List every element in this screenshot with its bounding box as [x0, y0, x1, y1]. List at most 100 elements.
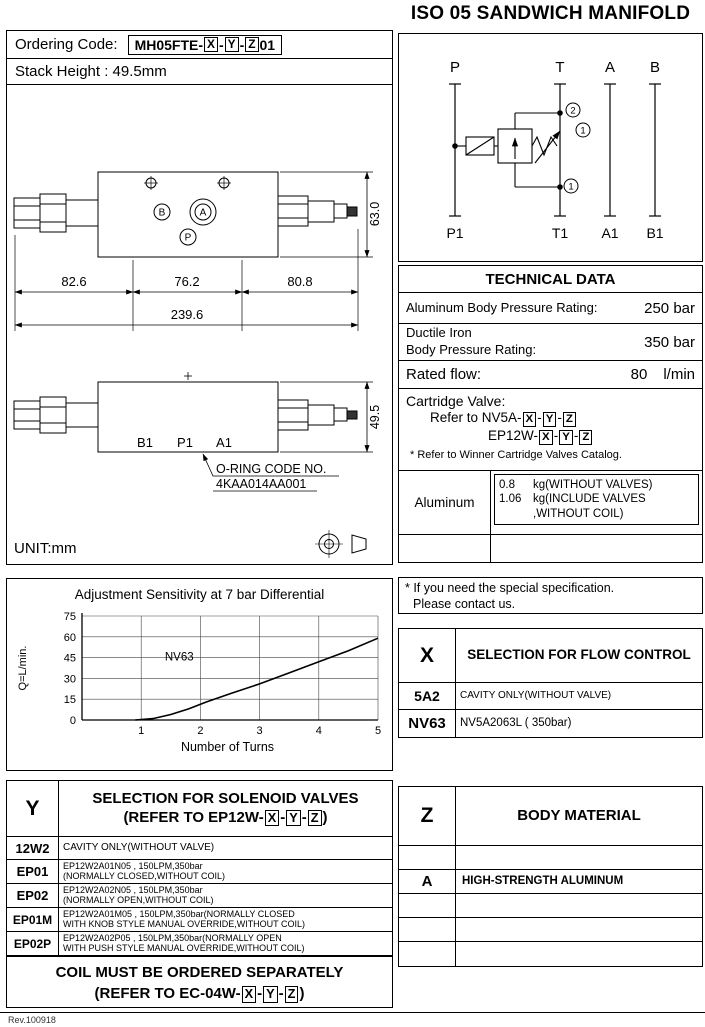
- technical-data-panel: TECHNICAL DATA Aluminum Body Pressure Ra…: [398, 265, 703, 563]
- right-fitting: [277, 195, 358, 227]
- x-selection-table: X SELECTION FOR FLOW CONTROL 5A2 CAVITY …: [398, 628, 703, 738]
- x-table-row: NV63 NV5A2063L ( 350bar): [399, 710, 702, 737]
- adjustment-arrow: [534, 130, 561, 164]
- mounting-hole-icon: [144, 176, 158, 190]
- weight-material: Aluminum: [399, 471, 491, 534]
- y-table-row: EP01 EP12W2A01N05 , 150LPM,350bar (NORMA…: [7, 860, 392, 884]
- boxed-x: X: [539, 430, 553, 446]
- dim-63-label: 63.0: [368, 202, 382, 226]
- port-b-label: B: [159, 208, 166, 219]
- z-selection-table: Z BODY MATERIAL A HIGH-STRENGTH ALUMINUM: [398, 786, 703, 967]
- svg-text:60: 60: [63, 632, 75, 644]
- svg-text:2: 2: [197, 725, 203, 737]
- x-row-code: 5A2: [399, 683, 456, 709]
- coil-note: COIL MUST BE ORDERED SEPARATELY (REFER T…: [6, 956, 393, 1008]
- z-row-desc: [456, 894, 702, 917]
- svg-text:5: 5: [374, 725, 380, 737]
- z-table-row: [399, 918, 702, 942]
- dim-total-label: 239.6: [171, 307, 204, 322]
- y-table-title-line1: SELECTION FOR SOLENOID VALVES: [92, 789, 359, 807]
- boxed-y: Y: [224, 36, 239, 53]
- ordering-code-prefix: MH05FTE-: [134, 36, 204, 53]
- chart-xlabel: Number of Turns: [180, 740, 275, 754]
- svg-text:75: 75: [63, 611, 75, 623]
- oring-callout: O-RING CODE NO. 4KAA014AA001: [202, 453, 339, 492]
- footer-divider: [0, 1012, 705, 1013]
- aluminum-rating-label: Aluminum Body Pressure Rating:: [406, 299, 598, 315]
- port-b1-label: B1: [137, 435, 153, 450]
- y-table-row: 12W2 CAVITY ONLY(WITHOUT VALVE): [7, 837, 392, 860]
- rated-flow-label: Rated flow:: [406, 366, 482, 383]
- boxed-x: X: [522, 412, 537, 428]
- ordering-code-suffix: 01: [259, 36, 276, 53]
- y-table-row: EP02P EP12W2A02P05 , 150LPM,350bar(NORMA…: [7, 932, 392, 955]
- x-row-desc: NV5A2063L ( 350bar): [460, 717, 572, 730]
- technical-data-title: TECHNICAL DATA: [399, 266, 702, 293]
- y-row-code: 12W2: [7, 837, 59, 859]
- z-row-desc: [456, 918, 702, 941]
- right-fitting: [277, 399, 358, 431]
- chart-panel: Adjustment Sensitivity at 7 bar Differen…: [6, 578, 393, 771]
- cartridge-line2: Refer to NV5A-X-Y-Z: [406, 410, 702, 428]
- unit-note: UNIT:mm: [14, 540, 77, 557]
- z-row-desc: [456, 846, 702, 869]
- coil-note-line2: (REFER TO EC-04W-X-Y-Z): [94, 985, 305, 1003]
- ordering-code-label: Ordering Code:: [15, 36, 118, 53]
- y-row-desc: EP12W2A01N05 , 150LPM,350bar (NORMALLY C…: [63, 860, 226, 881]
- dimension-49-5: 49.5: [280, 381, 382, 453]
- schematic-port-t1: T1: [552, 225, 569, 241]
- oring-code-label: O-RING CODE NO.: [216, 462, 326, 476]
- y-row-desc: EP12W2A02P05 , 150LPM,350bar(NORMALLY OP…: [63, 932, 305, 953]
- svg-text:4: 4: [315, 725, 321, 737]
- y-table-key: Y: [7, 781, 59, 836]
- revision-label: Rev.100918: [8, 1015, 56, 1025]
- page-title: ISO 05 SANDWICH MANIFOLD: [410, 3, 691, 24]
- manifold-body-top-view: [97, 171, 279, 258]
- z-table-row: [399, 942, 702, 966]
- y-table-row: EP02 EP12W2A02N05 , 150LPM,350bar (NORMA…: [7, 884, 392, 908]
- svg-text:3: 3: [256, 725, 262, 737]
- port-a-circle: A: [189, 198, 217, 226]
- y-table-title: SELECTION FOR SOLENOID VALVES (REFER TO …: [59, 781, 392, 836]
- z-table-header: Z BODY MATERIAL: [399, 787, 702, 846]
- boxed-z: Z: [562, 412, 576, 428]
- svg-text:30: 30: [63, 673, 75, 685]
- y-row-code: EP01: [7, 860, 59, 883]
- cartridge-line3: EP12W-X-Y-Z: [406, 428, 702, 446]
- y-row-code: EP02P: [7, 932, 59, 955]
- relief-valve-symbol: [452, 110, 563, 190]
- boxed-z: Z: [579, 430, 593, 446]
- x-table-title: SELECTION FOR FLOW CONTROL: [467, 647, 691, 663]
- schematic-port-a1: A1: [601, 225, 618, 241]
- y-row-code: EP02: [7, 884, 59, 907]
- coil-note-line1: COIL MUST BE ORDERED SEPARATELY: [55, 964, 344, 981]
- boxed-z: Z: [284, 986, 299, 1003]
- special-spec-line2: Please contact us.: [413, 596, 516, 611]
- svg-text:0: 0: [69, 715, 75, 727]
- y-row-desc: EP12W2A02N05 , 150LPM,350bar (NORMALLY O…: [63, 884, 214, 905]
- boxed-x: X: [241, 986, 257, 1003]
- svg-text:1: 1: [138, 725, 144, 737]
- cartridge-note: * Refer to Winner Cartridge Valves Catal…: [410, 449, 622, 462]
- port-p-label: P: [185, 233, 192, 244]
- dimension-bottom: 82.6 76.2 80.8 239.6: [14, 229, 359, 331]
- y-table-row: EP01M EP12W2A01M05 , 150LPM,350bar(NORMA…: [7, 908, 392, 932]
- schematic-lines: [449, 83, 661, 217]
- boxed-y: Y: [286, 809, 301, 827]
- aluminum-rating-row: Aluminum Body Pressure Rating: 250 bar: [399, 293, 702, 324]
- hydraulic-schematic: P T A B P1 T1 A1 B1: [446, 59, 663, 241]
- z-table-row: [399, 894, 702, 918]
- item-1-callout: 1: [580, 126, 585, 137]
- cartridge-valve-section: Cartridge Valve: Refer to NV5A-X-Y-Z EP1…: [399, 389, 702, 471]
- left-cartridge-fitting: [13, 396, 99, 434]
- boxed-x: X: [204, 36, 218, 53]
- svg-text:Q=L/min.: Q=L/min.: [17, 646, 29, 691]
- x-table-header: X SELECTION FOR FLOW CONTROL: [399, 629, 702, 683]
